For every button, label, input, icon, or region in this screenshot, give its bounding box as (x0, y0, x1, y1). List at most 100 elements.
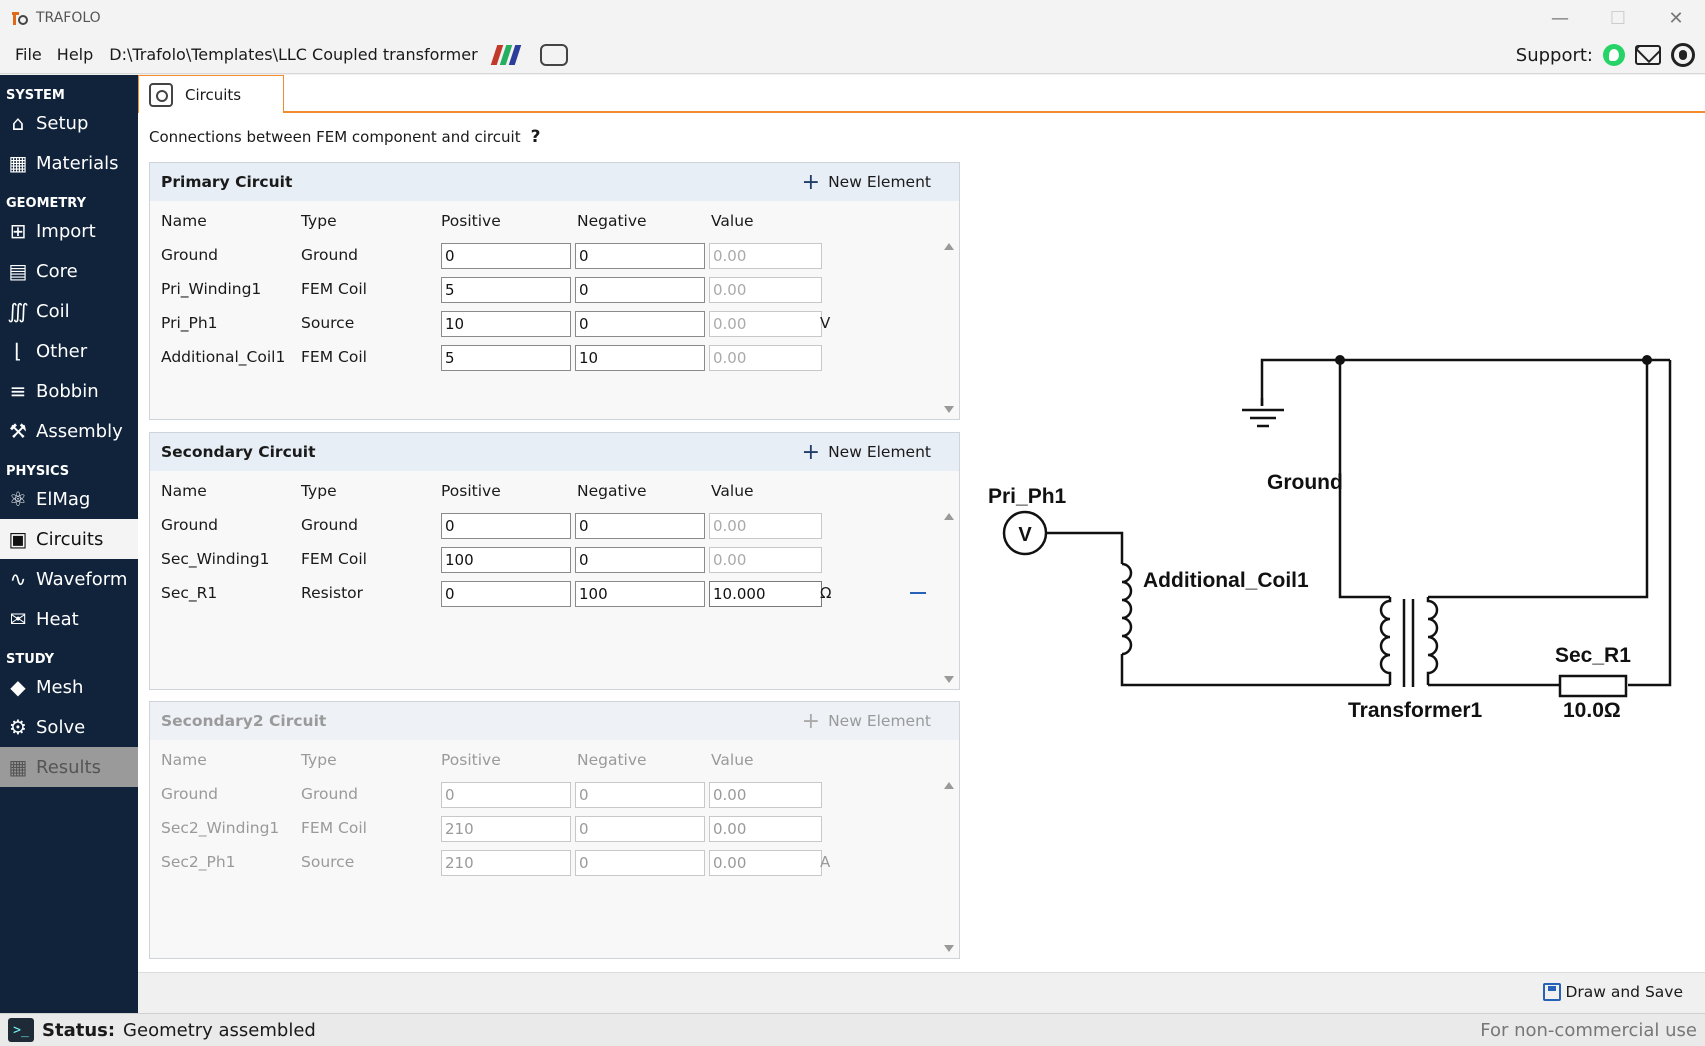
sidebar-item-import[interactable]: ⊞Import (0, 211, 138, 251)
status-label: Status: (42, 1019, 116, 1041)
sidebar-item-other[interactable]: ⌊Other (0, 331, 138, 371)
help-icon[interactable]: ? (530, 127, 541, 147)
wire-right-outer (1628, 360, 1672, 687)
value-input[interactable]: 0.00 (709, 547, 822, 573)
sidebar-item-materials[interactable]: ▦Materials (0, 143, 138, 183)
scroll-up-icon[interactable] (944, 243, 954, 250)
wave-icon: ∿ (9, 567, 27, 591)
node-dot-right (1642, 355, 1652, 365)
secondary2-circuit-panel: Secondary2 Circuit +New Element Name Typ… (149, 701, 960, 959)
atom-icon: ⚛ (9, 487, 27, 511)
mesh-icon: ◆ (10, 675, 26, 699)
table-row: Ground Ground 0 0 0.00 (150, 782, 930, 808)
new-element-button[interactable]: +New Element (802, 433, 931, 471)
sidebar-item-results[interactable]: ▦Results (0, 747, 138, 787)
sidebar-item-elmag[interactable]: ⚛ElMag (0, 479, 138, 519)
simulation-logo-icon[interactable] (539, 43, 568, 66)
positive-input[interactable]: 0 (441, 513, 571, 539)
divider (138, 972, 1705, 973)
sidebar-item-label: Mesh (36, 676, 84, 698)
negative-input[interactable]: 0 (575, 547, 705, 573)
sidebar-item-setup[interactable]: ⌂Setup (0, 103, 138, 143)
negative-input[interactable]: 0 (575, 243, 705, 269)
new-element-label: New Element (828, 173, 931, 191)
value-input[interactable]: 10.000 (709, 581, 822, 607)
positive-input[interactable]: 5 (441, 345, 571, 371)
tab-label: Circuits (185, 85, 242, 104)
positive-input[interactable]: 0 (441, 581, 571, 607)
negative-input[interactable]: 100 (575, 581, 705, 607)
stripes-logo-icon[interactable] (490, 44, 521, 65)
sidebar-item-circuits[interactable]: ▣Circuits (0, 519, 138, 559)
additional-coil-winding (1121, 562, 1133, 656)
scrollbar[interactable] (943, 782, 955, 952)
scrollbar[interactable] (943, 243, 955, 413)
menu-bar: File Help D:\Trafolo\Templates\LLC Coupl… (0, 36, 1705, 74)
remove-element-icon[interactable] (910, 592, 926, 594)
scroll-down-icon[interactable] (944, 406, 954, 413)
sidebar-item-waveform[interactable]: ∿Waveform (0, 559, 138, 599)
sidebar: SYSTEM ⌂Setup ▦Materials GEOMETRY ⊞Impor… (0, 75, 138, 1013)
sidebar-item-core[interactable]: ▤Core (0, 251, 138, 291)
sidebar-section-study: STUDY (6, 652, 55, 667)
col-negative: Negative (577, 482, 647, 500)
row-name: Ground (161, 246, 219, 264)
positive-input[interactable]: 10 (441, 311, 571, 337)
scroll-down-icon[interactable] (944, 945, 954, 952)
gear-icon: ⚙ (9, 715, 27, 739)
mail-icon[interactable] (1635, 45, 1661, 65)
template-path: D:\Trafolo\Templates\LLC Coupled transfo… (109, 45, 478, 64)
negative-input[interactable]: 10 (575, 345, 705, 371)
row-name: Pri_Winding1 (161, 280, 262, 298)
terminal-icon[interactable]: >_ (8, 1018, 34, 1042)
minimize-icon[interactable]: — (1551, 7, 1569, 29)
positive-input[interactable]: 100 (441, 547, 571, 573)
sidebar-item-solve[interactable]: ⚙ Solve (0, 707, 138, 747)
value-input[interactable]: 0.00 (709, 243, 822, 269)
menu-help[interactable]: Help (56, 45, 94, 64)
sidebar-item-assembly[interactable]: ⚒Assembly (0, 411, 138, 451)
import-icon: ⊞ (9, 219, 27, 243)
sidebar-item-mesh[interactable]: ◆ Mesh (0, 667, 138, 707)
positive-input[interactable]: 0 (441, 243, 571, 269)
bug-report-icon[interactable] (1671, 43, 1695, 67)
unit-label: Ω (820, 584, 832, 602)
value-input[interactable]: 0.00 (709, 513, 822, 539)
col-name: Name (161, 482, 207, 500)
draw-and-save-button[interactable]: Draw and Save (1543, 983, 1683, 1001)
value-input[interactable]: 0.00 (709, 345, 822, 371)
sidebar-item-label: Solve (36, 716, 86, 738)
sidebar-item-label: Bobbin (36, 380, 99, 402)
sidebar-item-bobbin[interactable]: ≡Bobbin (0, 371, 138, 411)
negative-input: 0 (575, 850, 705, 876)
source-label: Pri_Ph1 (988, 485, 1067, 508)
sidebar-item-heat[interactable]: ✉Heat (0, 599, 138, 639)
new-element-button[interactable]: +New Element (802, 163, 931, 201)
maximize-icon[interactable]: ☐ (1609, 7, 1627, 29)
close-icon[interactable]: ✕ (1668, 7, 1684, 29)
table-row: Sec_Winding1 FEM Coil 100 0 0.00 (150, 547, 930, 573)
circuit-schematic: V Pri_Ph1 Ground Additional_Coil1 Transf… (988, 355, 1672, 722)
trafolo-logo-icon (10, 9, 28, 27)
sidebar-item-coil[interactable]: ∭Coil (0, 291, 138, 331)
value-input[interactable]: 0.00 (709, 277, 822, 303)
scrollbar[interactable] (943, 513, 955, 683)
wrench-icon: ⚒ (9, 419, 27, 443)
negative-input[interactable]: 0 (575, 311, 705, 337)
row-name: Additional_Coil1 (161, 348, 286, 366)
table-row: Ground Ground 0 0 0.00 (150, 243, 930, 269)
whatsapp-icon[interactable] (1603, 44, 1625, 66)
row-type: FEM Coil (301, 348, 367, 366)
negative-input[interactable]: 0 (575, 277, 705, 303)
positive-input[interactable]: 5 (441, 277, 571, 303)
menu-file[interactable]: File (15, 45, 42, 64)
value-input[interactable]: 0.00 (709, 311, 822, 337)
col-name: Name (161, 751, 207, 769)
scroll-up-icon[interactable] (944, 782, 954, 789)
tab-circuits[interactable]: Circuits (138, 75, 284, 113)
positive-input: 0 (441, 782, 571, 808)
scroll-down-icon[interactable] (944, 676, 954, 683)
scroll-up-icon[interactable] (944, 513, 954, 520)
main-content: Connections between FEM component and ci… (138, 113, 1705, 1001)
negative-input[interactable]: 0 (575, 513, 705, 539)
